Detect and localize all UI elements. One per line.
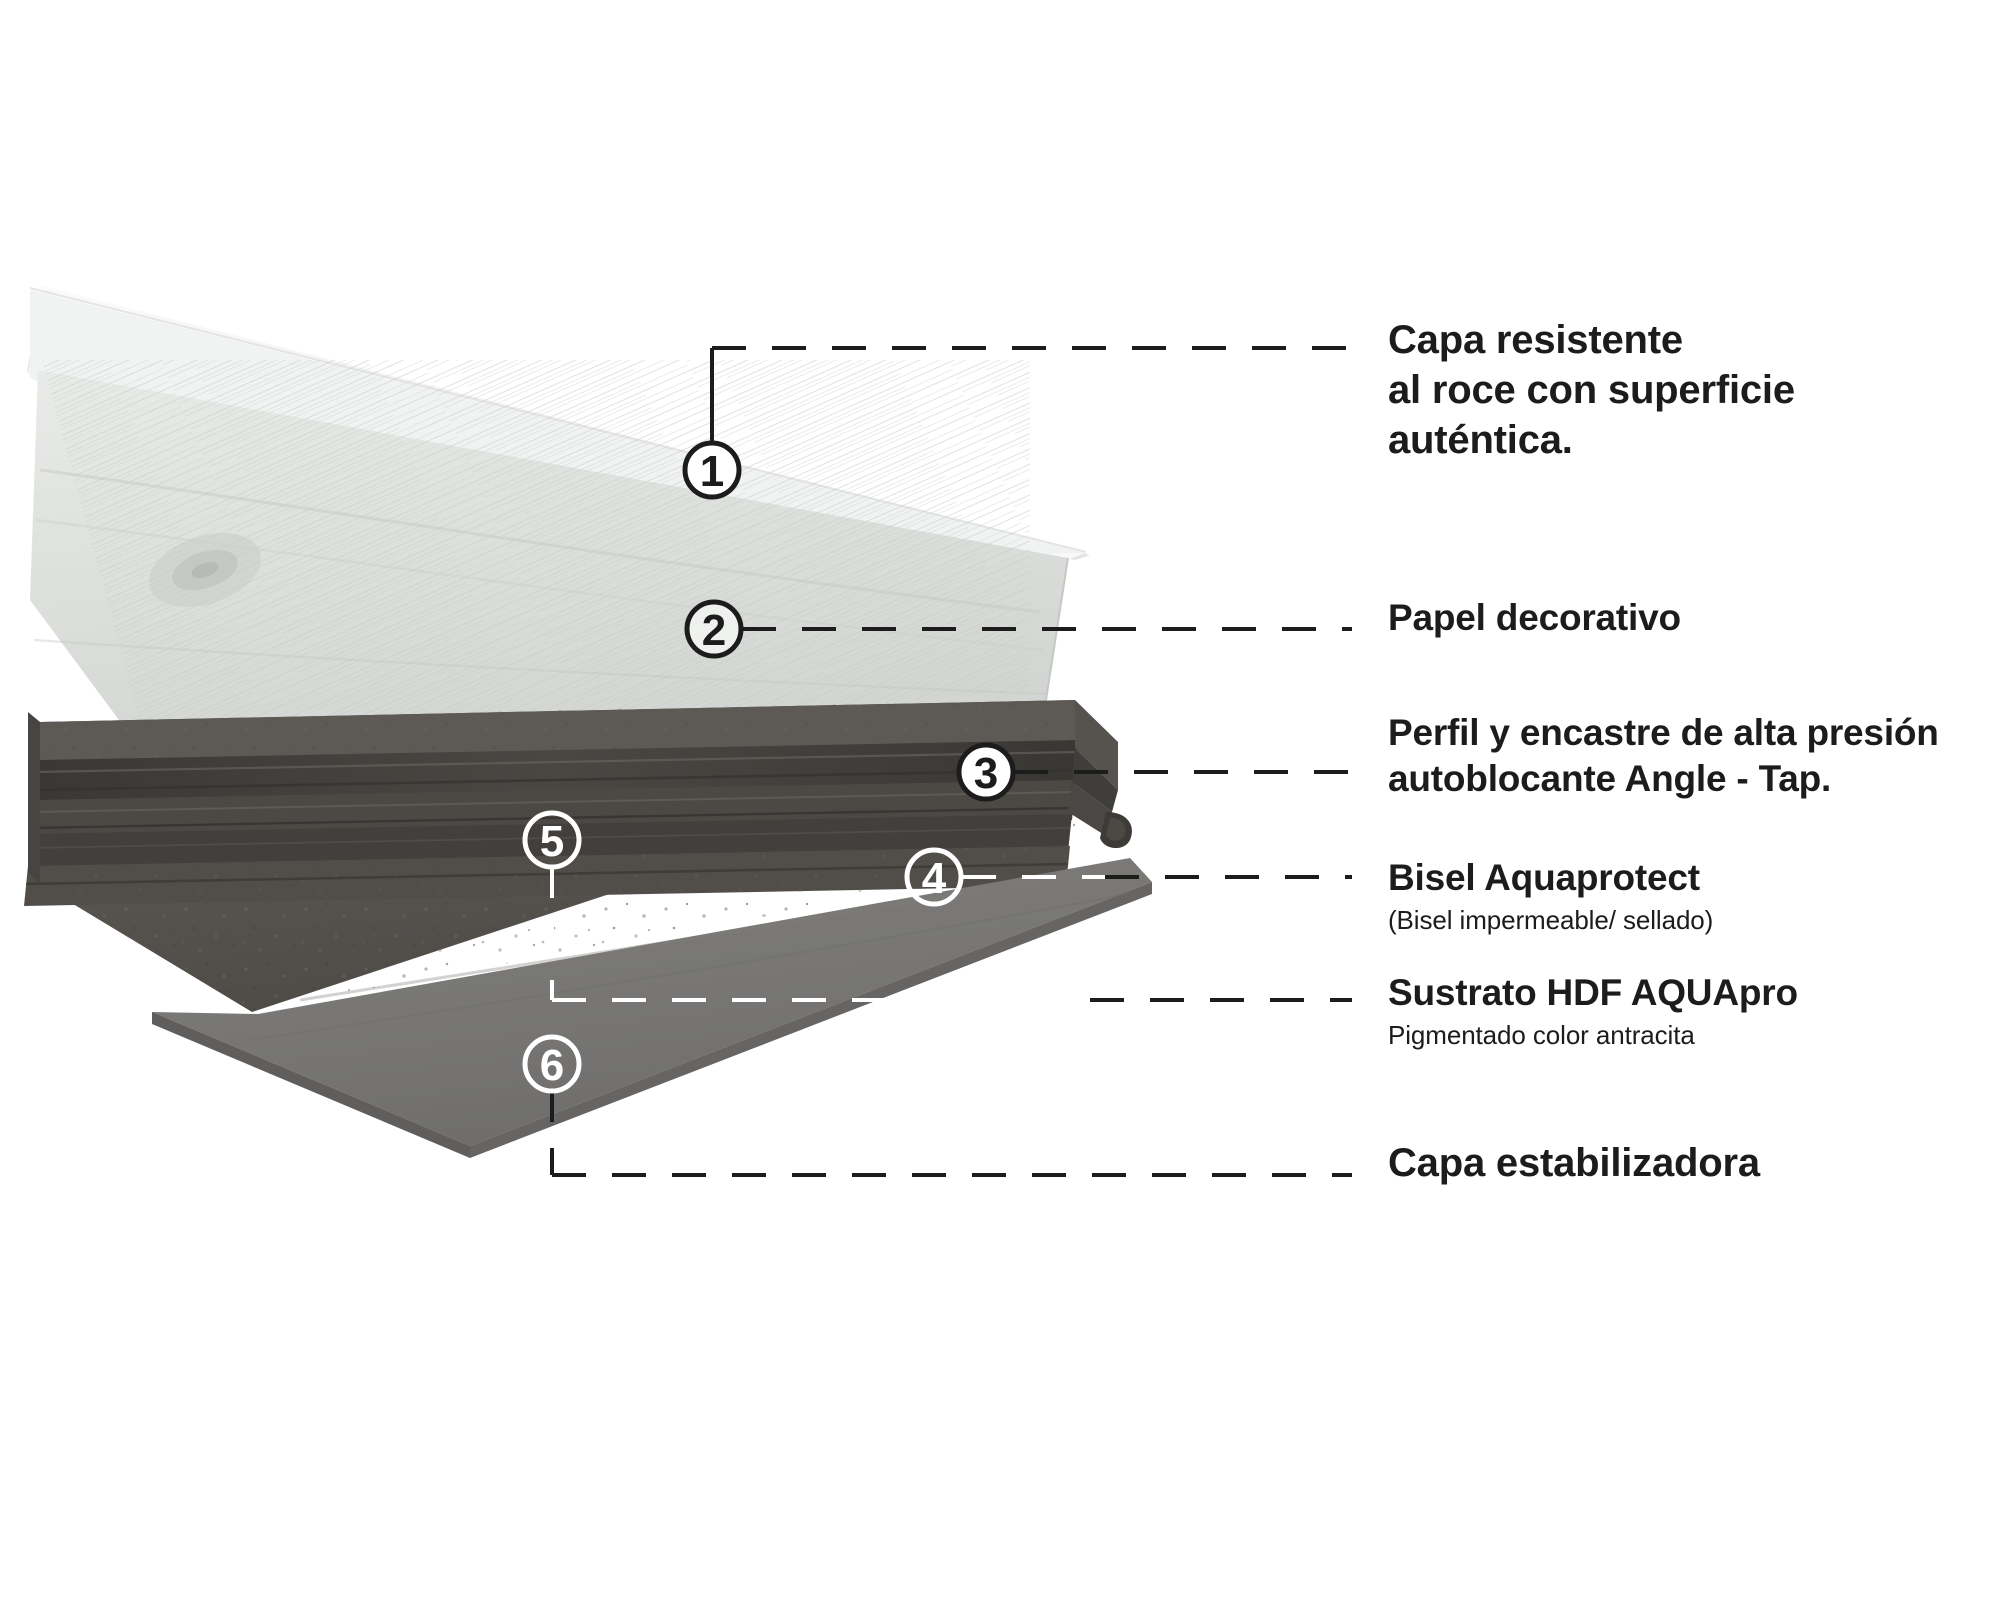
callout-1-wear-layer: Capa resistente al roce con superficie a… — [1388, 315, 1795, 465]
callout-3-locking-profile: Perfil y encastre de alta presión autobl… — [1388, 710, 1939, 802]
callout-4-subtitle: (Bisel impermeable/ sellado) — [1388, 905, 1714, 935]
badge-4: 4 — [904, 847, 964, 907]
leader-lines — [550, 346, 1352, 1177]
callout-6-stabilizing-layer: Capa estabilizadora — [1388, 1140, 1760, 1186]
badge-3-number: 3 — [974, 749, 998, 798]
badge-5-number: 5 — [540, 817, 564, 866]
badge-3: 3 — [956, 742, 1016, 802]
badge-6: 6 — [522, 1034, 582, 1094]
badge-1: 1 — [682, 440, 742, 500]
callout-1-title: Capa resistente al roce con superficie a… — [1388, 318, 1795, 462]
badge-4-number: 4 — [922, 854, 947, 903]
badge-2-number: 2 — [702, 606, 726, 655]
callout-6-title: Capa estabilizadora — [1388, 1141, 1760, 1185]
callout-4-bevel: Bisel Aquaprotect (Bisel impermeable/ se… — [1388, 855, 1713, 936]
layer-hdf-core — [24, 700, 1132, 1012]
callout-5-hdf-substrate: Sustrato HDF AQUApro Pigmentado color an… — [1388, 970, 1798, 1051]
badge-1-number: 1 — [700, 447, 724, 496]
callout-2-decor-paper: Papel decorativo — [1388, 595, 1681, 641]
number-badges: 1 2 3 4 5 6 — [522, 440, 1016, 1094]
badge-5: 5 — [522, 810, 582, 870]
badge-6-number: 6 — [540, 1041, 564, 1090]
callout-2-title: Papel decorativo — [1388, 597, 1681, 638]
callout-5-title: Sustrato HDF AQUApro — [1388, 972, 1798, 1013]
callout-5-subtitle: Pigmentado color antracita — [1388, 1020, 1695, 1050]
callout-4-title: Bisel Aquaprotect — [1388, 857, 1700, 898]
layer-stabilizing — [152, 858, 1152, 1158]
callout-3-title: Perfil y encastre de alta presión autobl… — [1388, 712, 1939, 799]
badge-2: 2 — [684, 599, 744, 659]
angle-tap-locking-profile — [1068, 700, 1132, 849]
